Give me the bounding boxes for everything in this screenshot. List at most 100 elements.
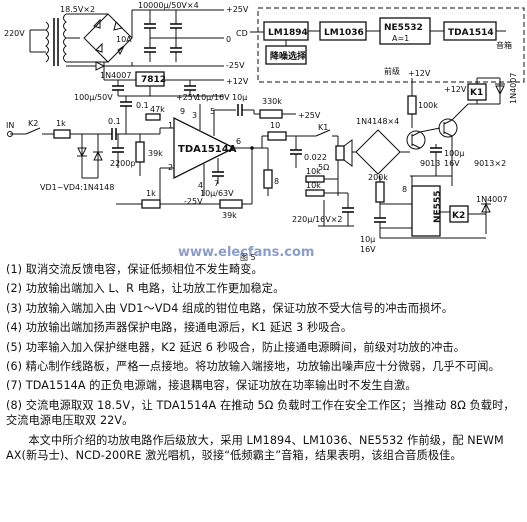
in-label: IN xyxy=(6,121,14,130)
resistor-47k-label: 47k xyxy=(150,105,165,114)
amp-tda1514a-triangle xyxy=(173,116,236,180)
pin-5: 5 xyxy=(210,107,215,116)
diode-bridge-4-label: 1N4148×4 xyxy=(356,117,399,126)
cap-16v-label: 16V xyxy=(444,159,460,168)
cap-100u-label: 100μ xyxy=(444,149,464,158)
speaker xyxy=(335,145,345,161)
amp-pos-25v-label: +25V xyxy=(176,93,199,102)
amp-neg-25v-label: -25V xyxy=(184,197,203,206)
bridge-current-label: 10A xyxy=(116,35,132,44)
note-5: (5) 功率输入加入保护继电器，K2 延迟 6 秒吸合，防止接通电源瞬间，前级对… xyxy=(6,340,465,354)
note-6: (6) 精心制作线路板，严格一点接地。将功放输入端接地，功放输出噪声应十分微弱，… xyxy=(6,360,500,374)
resistor-1k-in-label: 1k xyxy=(56,119,66,128)
pos-12v-a-label: +12V xyxy=(408,69,431,78)
pin-7: 7 xyxy=(214,179,219,188)
pin-4: 4 xyxy=(198,181,203,190)
resistor-200k-label: 200k xyxy=(368,173,388,182)
resistor-39k-a xyxy=(135,141,145,163)
speaker-label: 音箱 xyxy=(496,40,512,50)
power-amp: TDA1514A 1 2 3 4 5 6 7 9 +25V 10μ -25V 1… xyxy=(140,93,268,206)
clamp-diodes-label: VD1~VD4:1N4148 xyxy=(40,183,114,192)
pin-3: 3 xyxy=(192,111,197,120)
noise-select-label: 降噪选择 xyxy=(270,50,307,62)
note-3: (3) 功放输入端加入由 VD1～VD4 组成的钳位电路，保证功放不受大信号的冲… xyxy=(6,301,453,315)
capacitor-bank xyxy=(144,10,200,62)
output-network: 330k +25V 10 0.022 8 K1 5Ω 10k 10k xyxy=(242,97,354,227)
protection-circuit: 1N4148×4 +12V 100k 9013 9013×2 100μ 16V … xyxy=(352,69,518,177)
transistor-9013-a xyxy=(406,130,426,150)
chip-lm1894-label: LM1894 xyxy=(268,28,308,38)
note-4: (4) 功放输出端加扬声器保护电路，接通电源后，K1 延迟 3 秒吸合。 xyxy=(6,321,353,335)
preamp-block: CD LM1894 LM1036 NE5532 A=1 TDA1514 音箱 降… xyxy=(236,7,525,83)
ground-label: 0 xyxy=(226,35,231,44)
ne5532-gain-label: A=1 xyxy=(392,34,409,43)
note-7: (7) TDA1514A 的正负电源端，接退耦电容，保证功放在功率输出时不发生自… xyxy=(6,379,417,393)
regulator-7812-label: 7812 xyxy=(141,75,166,85)
watermark: www.elecfans.com xyxy=(178,245,314,260)
rail-pos-25v: +25V xyxy=(226,5,249,14)
note-2: (2) 功放输出端加入 L、R 电路，让功放工作更加稳定。 xyxy=(6,282,285,296)
cap-0022-label: 0.022 xyxy=(304,153,327,162)
ne555-pin-8: 8 xyxy=(402,185,407,194)
resistor-330k xyxy=(259,109,283,119)
resistor-1k-fb-label: 1k xyxy=(146,189,156,198)
cap-0-1-a-label: 0.1 xyxy=(108,117,121,126)
resistor-8-label: 8 xyxy=(274,177,279,186)
pin-1: 1 xyxy=(168,121,173,130)
resistor-39k-fb xyxy=(219,199,243,209)
diode-1n4007-b-label: 1N4007 xyxy=(509,73,518,104)
ic-ne555-label: NE555 xyxy=(433,191,443,223)
resistor-330k-label: 330k xyxy=(262,97,282,106)
output-pos-25v-label: +25V xyxy=(298,111,321,120)
cap-10u-label: 10μ xyxy=(232,93,247,102)
cap-100u-50v-label: 100μ/50V xyxy=(74,93,113,102)
relay-k2-label: K2 xyxy=(452,211,465,221)
transformer-secondary-label: 18.5V×2 xyxy=(60,5,95,14)
k2-switch-label: K2 xyxy=(28,119,38,128)
preamp-label: 前级 xyxy=(384,66,400,76)
cap-10u-16v-label: 10μ/16V xyxy=(196,93,230,102)
rail-neg-25v: -25V xyxy=(226,61,245,70)
power-supply: 220V 18.5V×2 10A 10000μ/50V×4 +25V xyxy=(4,1,249,102)
chip-ne5532 xyxy=(379,17,431,45)
timer-circuit: 200k 10μ 16V NE555 8 K2 1N4007 xyxy=(360,173,507,254)
speaker-5ohm-label: 5Ω xyxy=(318,163,329,172)
amp-chip-label: TDA1514A xyxy=(178,144,237,155)
diode-1n4007-c-label: 1N4007 xyxy=(476,195,507,204)
resistor-100k xyxy=(407,95,417,115)
ac-input-label: 220V xyxy=(4,29,25,38)
amplifier-schematic: 220V 18.5V×2 10A 10000μ/50V×4 +25V xyxy=(4,1,525,262)
resistor-39k-a-label: 39k xyxy=(148,149,163,158)
resistor-10 xyxy=(267,131,287,141)
cap-2200p-label: 2200p xyxy=(110,159,135,168)
resistor-10-label: 10 xyxy=(270,121,280,130)
rail-pos-12v: +12V xyxy=(226,77,249,86)
chip-tda1514-pre-label: TDA1514 xyxy=(448,28,494,38)
cap-16v-b-label: 16V xyxy=(360,245,376,254)
notes-list: (1) 取消交流反馈电容，保证低频相位不发生畸变。 (2) 功放输出端加入 L、… xyxy=(6,262,521,467)
pos-12v-b-label: +12V xyxy=(444,85,467,94)
cap-10u63v-label: 10μ/63V xyxy=(200,189,234,198)
protection-diode-bridge xyxy=(355,129,401,175)
resistor-1k-fb xyxy=(141,199,161,209)
transistor-9013-b-label: 9013×2 xyxy=(474,159,506,168)
resistor-39k-fb-label: 39k xyxy=(222,211,237,220)
resistor-1k-in xyxy=(53,129,71,139)
resistor-10k-b xyxy=(305,189,325,197)
capacitor-bank-label: 10000μ/50V×4 xyxy=(138,1,199,10)
transformer xyxy=(45,13,67,66)
k1-switch-label: K1 xyxy=(318,123,328,132)
relay-k1-label: K1 xyxy=(470,88,483,98)
chip-lm1036-label: LM1036 xyxy=(324,28,364,38)
resistor-10k-a-label: 10k xyxy=(306,167,321,176)
note-1: (1) 取消交流反馈电容，保证低频相位不发生畸变。 xyxy=(6,263,263,276)
resistor-8 xyxy=(263,169,273,189)
note-8: (8) 交流电源取双 18.5V，让 TDA1514A 在推动 5Ω 负载时工作… xyxy=(6,398,515,428)
ic-ne555 xyxy=(411,185,441,237)
figure-caption: 图 5 xyxy=(240,253,256,262)
cap-0-1-b-label: 0.1 xyxy=(136,101,149,110)
summary-paragraph: 本文中所介绍的功放电路作后级放大，采用 LM1894、LM1036、NE5532… xyxy=(6,433,504,463)
pin-9: 9 xyxy=(180,107,185,116)
pin-6: 6 xyxy=(236,137,241,146)
resistor-200k xyxy=(375,181,385,203)
